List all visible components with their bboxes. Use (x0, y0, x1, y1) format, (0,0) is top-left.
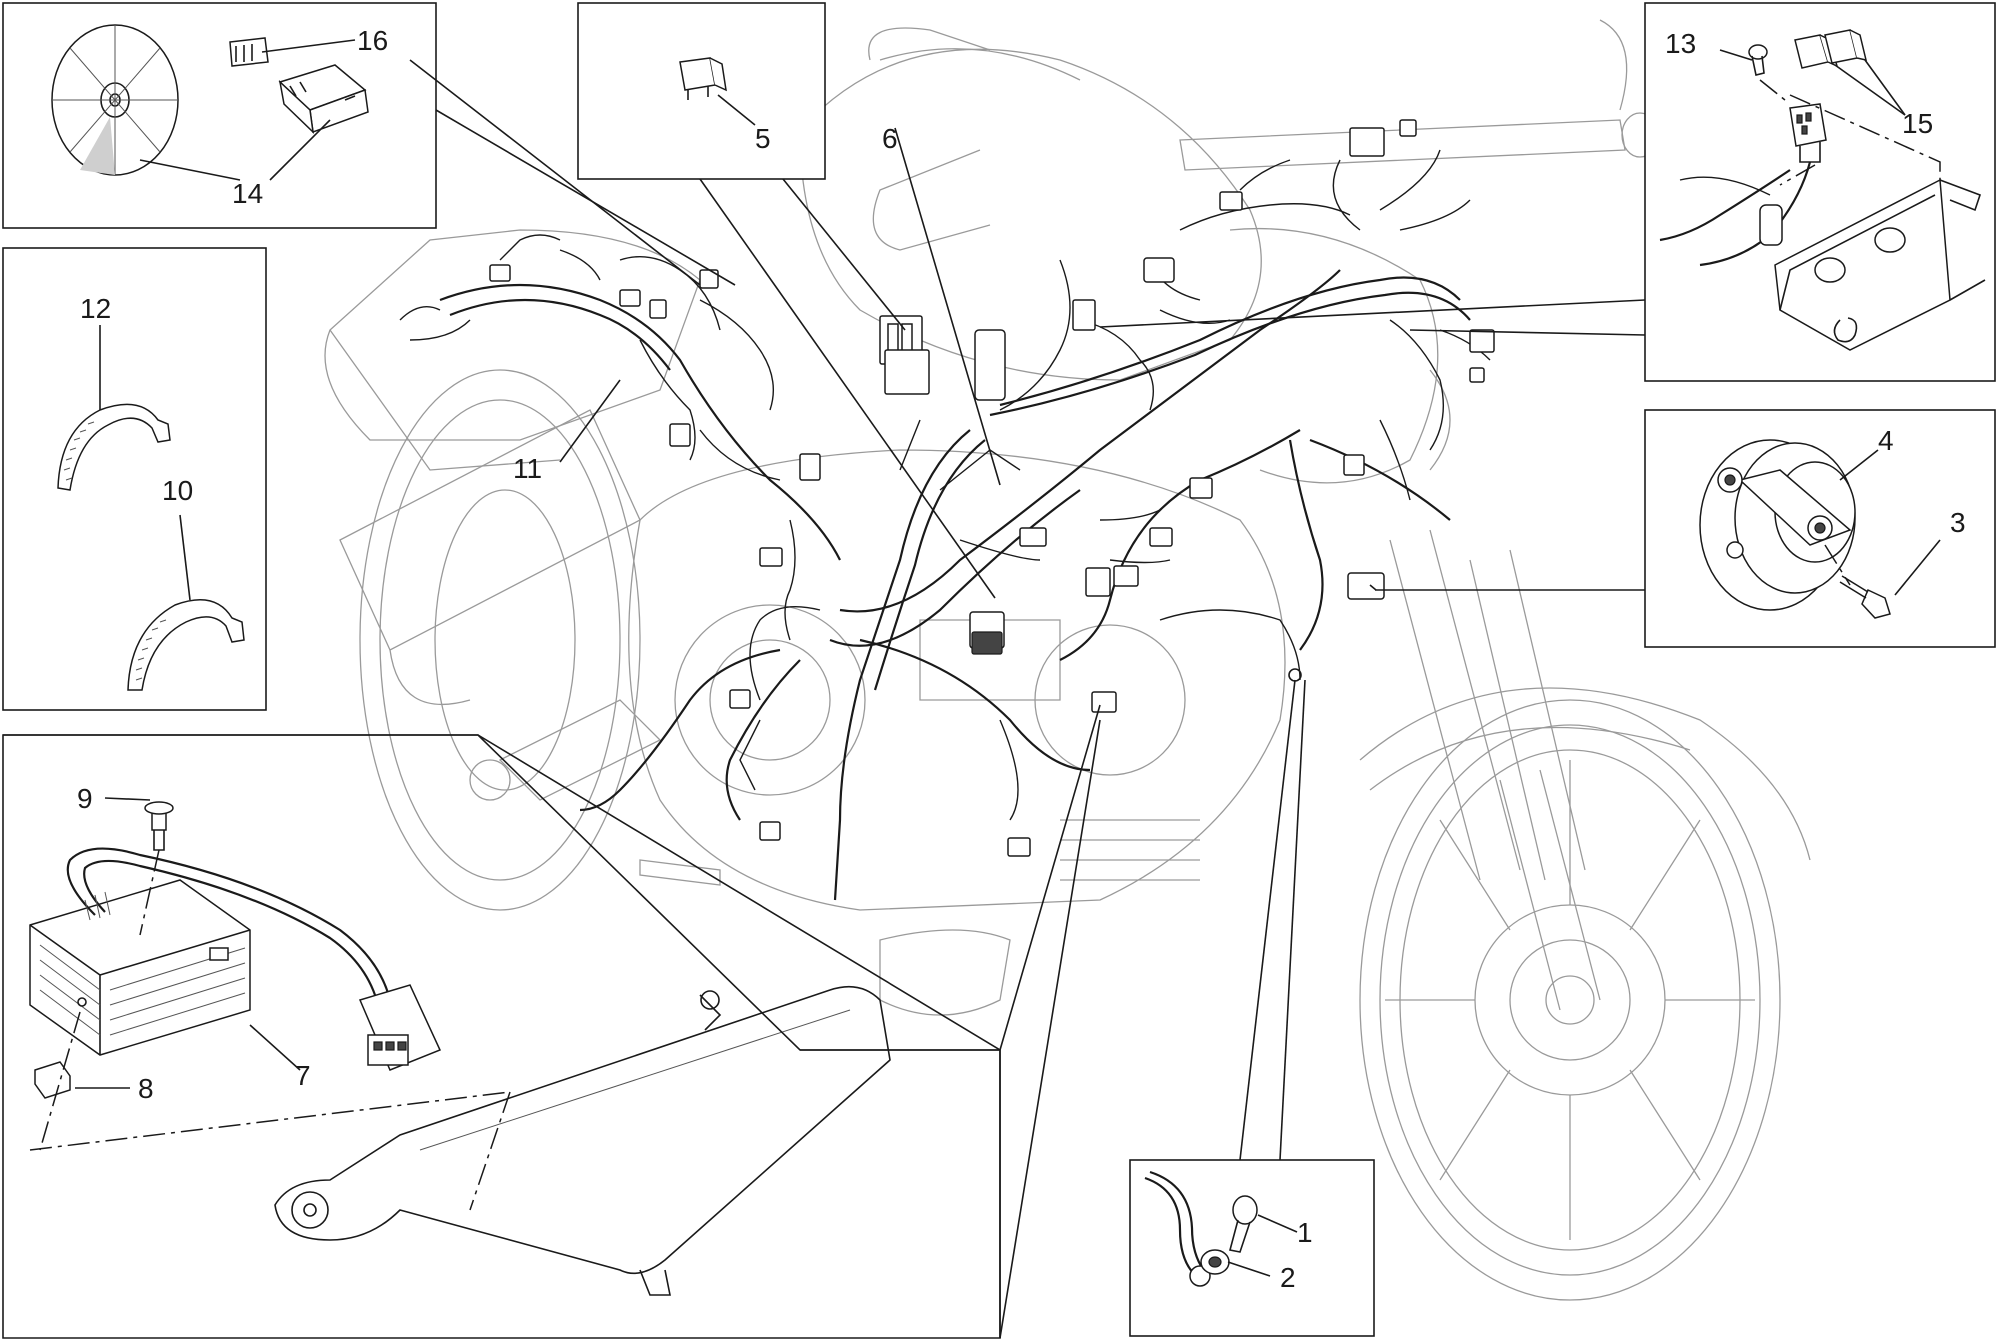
box-cable-ties (2, 247, 267, 711)
callout-5: 5 (755, 123, 771, 154)
callout-labels: 1 2 3 4 5 6 7 8 9 10 11 12 13 14 15 16 (77, 25, 1966, 1293)
callout-8: 8 (138, 1073, 154, 1104)
callout-9: 9 (77, 783, 93, 814)
relay-socket (1789, 103, 1827, 163)
callout-3: 3 (1950, 507, 1966, 538)
ground-bolt-1 (1229, 1195, 1258, 1253)
cable-tie-10 (127, 599, 245, 691)
callout-7: 7 (295, 1060, 311, 1091)
callout-16: 16 (357, 25, 388, 56)
box-ground-bolt (1129, 1159, 1375, 1337)
diagnostic-interface (278, 64, 369, 135)
box-fuse (577, 2, 826, 180)
washer-2 (1200, 1249, 1230, 1275)
horn (1699, 439, 1856, 611)
bracket (1774, 178, 1986, 351)
callout-15: 15 (1902, 108, 1933, 139)
box-diagnostic-kit (2, 2, 437, 229)
regulator-body (29, 879, 251, 1056)
callout-10: 10 (162, 475, 193, 506)
callout-4: 4 (1878, 425, 1894, 456)
box-relay-bracket (1644, 2, 1996, 382)
callout-12: 12 (80, 293, 111, 324)
box-voltage-regulator (2, 734, 1001, 1339)
box-horn (1644, 409, 1996, 648)
main-wiring-harness (399, 119, 1495, 901)
rear-wheel (359, 369, 641, 911)
front-wheel (1359, 699, 1781, 1301)
screw-13 (1748, 44, 1768, 76)
callout-14: 14 (232, 178, 263, 209)
callout-13: 13 (1665, 28, 1696, 59)
horn-bolt-3 (1824, 544, 1891, 619)
connector-plug (229, 37, 269, 67)
spacer-8 (34, 1061, 71, 1099)
callout-11: 11 (513, 453, 542, 484)
regulator-cable (66, 847, 392, 1006)
callout-6: 6 (882, 123, 898, 154)
leader-lines (409, 59, 1646, 1339)
cable-tie-12 (57, 403, 171, 491)
cd-disc (51, 24, 179, 176)
callout-1: 1 (1297, 1217, 1313, 1248)
motorcycle-outline (324, 19, 1811, 1301)
underbody-bracket (274, 985, 891, 1296)
callout-2: 2 (1280, 1262, 1296, 1293)
relays-15 (1794, 29, 1868, 69)
regulator-connector (358, 984, 442, 1071)
fuse (679, 57, 727, 100)
bolt-9 (139, 801, 174, 936)
